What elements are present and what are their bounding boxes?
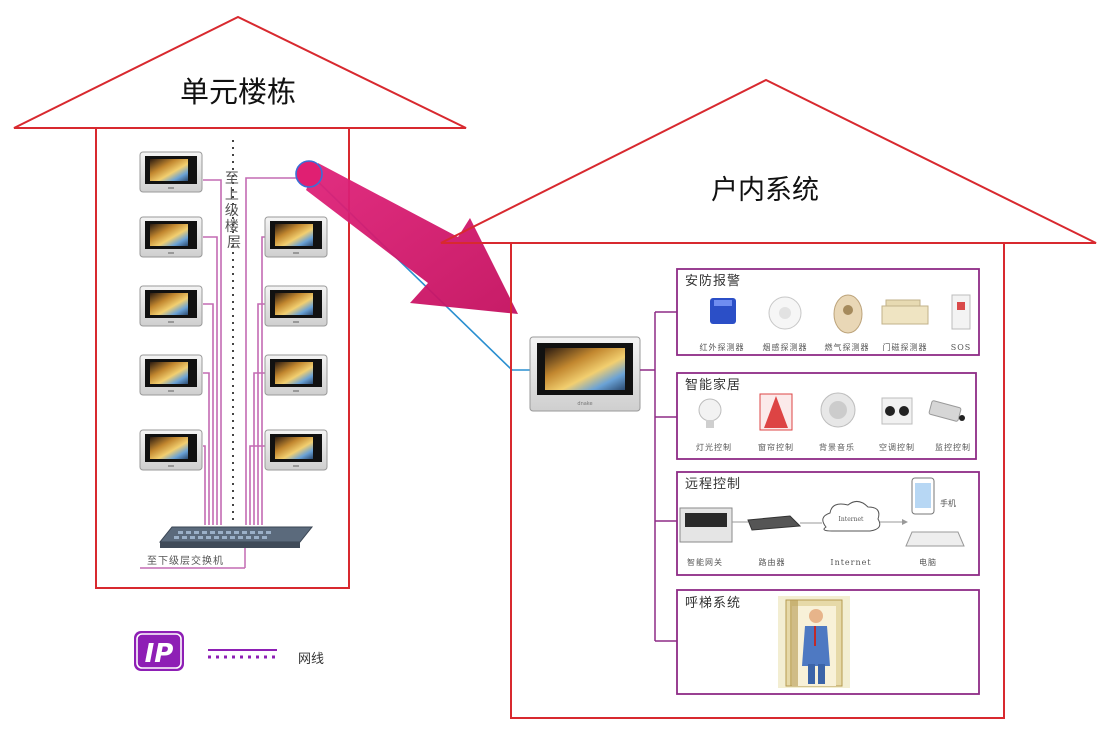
right-building: 户内系统 dnake 安防报警 [440,78,1097,719]
remote-label-3: Internet [830,558,871,567]
smoke-detector-icon [768,296,802,330]
group-connectors [640,311,677,642]
unit-monitor-l3 [139,285,203,327]
pink-arrow [306,163,518,314]
link-node [295,160,323,188]
unit-monitor-l2 [139,216,203,258]
switch-label: 至下级层交换机 [147,554,224,567]
cables-right [245,177,303,525]
group-remote-title: 远程控制 [685,477,741,492]
elevator-person-icon [778,596,850,688]
left-roof [13,15,467,129]
smart-home-label-4: 空调控制 [879,442,915,452]
right-building-body [510,242,1005,719]
infrared-detector-icon [710,298,736,324]
left-building-title: 单元楼栋 [180,75,296,109]
smart-home-label-2: 窗帘控制 [758,442,794,452]
smart-home-label-3: 背景音乐 [819,442,855,452]
group-elevator-title: 呼梯系统 [685,596,741,611]
unit-monitor-r2 [264,285,328,327]
cctv-camera-icon [928,400,965,422]
riser-char-2: 上 [225,187,239,203]
security-label-2: 烟感探测器 [763,342,808,352]
gateway-icon [679,507,733,543]
remote-label-4: 电脑 [919,557,937,567]
unit-monitor-r1 [264,216,328,258]
riser-char-5: 层 [227,235,241,251]
door-sensor-icon [881,299,929,325]
curtain-icon [759,393,793,431]
riser-char-4: 楼 [225,219,239,235]
group-security-title: 安防报警 [685,273,741,289]
cloud-label: Internet [839,516,864,523]
computer-icon [905,531,965,547]
security-label-4: 门磁探测器 [883,342,928,352]
security-label-3: 燃气探测器 [825,342,870,352]
right-roof [440,78,1097,244]
riser-char-1: 至 [225,171,239,187]
light-bulb-icon [698,398,722,428]
security-label-1: 红外探测器 [700,342,745,352]
riser-char-3: 级 [225,203,239,219]
security-label-5: SOS [951,343,972,352]
left-building-body [95,127,350,589]
group-smart-home-title: 智能家居 [685,377,741,393]
ip-logo-icon: IP [134,631,184,671]
remote-arrow-head [902,519,908,525]
legend: IP 网线 [134,631,324,671]
unit-monitor-r4 [264,429,328,471]
remote-label-2: 路由器 [759,557,786,567]
group-remote: 远程控制 Internet 手机 [676,471,980,576]
unit-monitor-l4 [139,354,203,396]
group-elevator: 呼梯系统 [676,589,980,695]
unit-monitor-l5 [139,429,203,471]
indoor-monitor: dnake [529,336,641,412]
phone-label: 手机 [940,498,956,508]
router-icon [747,515,802,531]
internet-cloud-icon [822,501,881,532]
unit-monitor-r3 [264,354,328,396]
speaker-icon [820,392,856,428]
air-conditioner-icon [881,397,913,425]
indoor-monitor-brand: dnake [577,401,592,407]
gas-detector-icon [833,294,863,334]
smart-home-label-1: 灯光控制 [696,442,732,452]
group-security: 安防报警 红外探测器 烟感探测器 [676,268,980,356]
smart-home-label-5: 监控控制 [935,442,971,452]
ip-logo-text: IP [145,639,174,669]
riser-label: 至 上 级 楼 层 [225,171,243,251]
legend-cable-label: 网线 [298,652,324,667]
remote-label-1: 智能网关 [687,557,723,567]
left-building: 单元楼栋 至 上 级 楼 层 [13,15,467,589]
sos-button-icon [951,294,971,330]
cables-left [203,179,222,525]
network-switch [158,526,314,548]
right-building-title: 户内系统 [711,175,819,206]
group-smart-home: 智能家居 灯光控制 [676,372,977,460]
unit-monitor-l1 [139,151,203,193]
mobile-phone-icon [911,477,935,515]
